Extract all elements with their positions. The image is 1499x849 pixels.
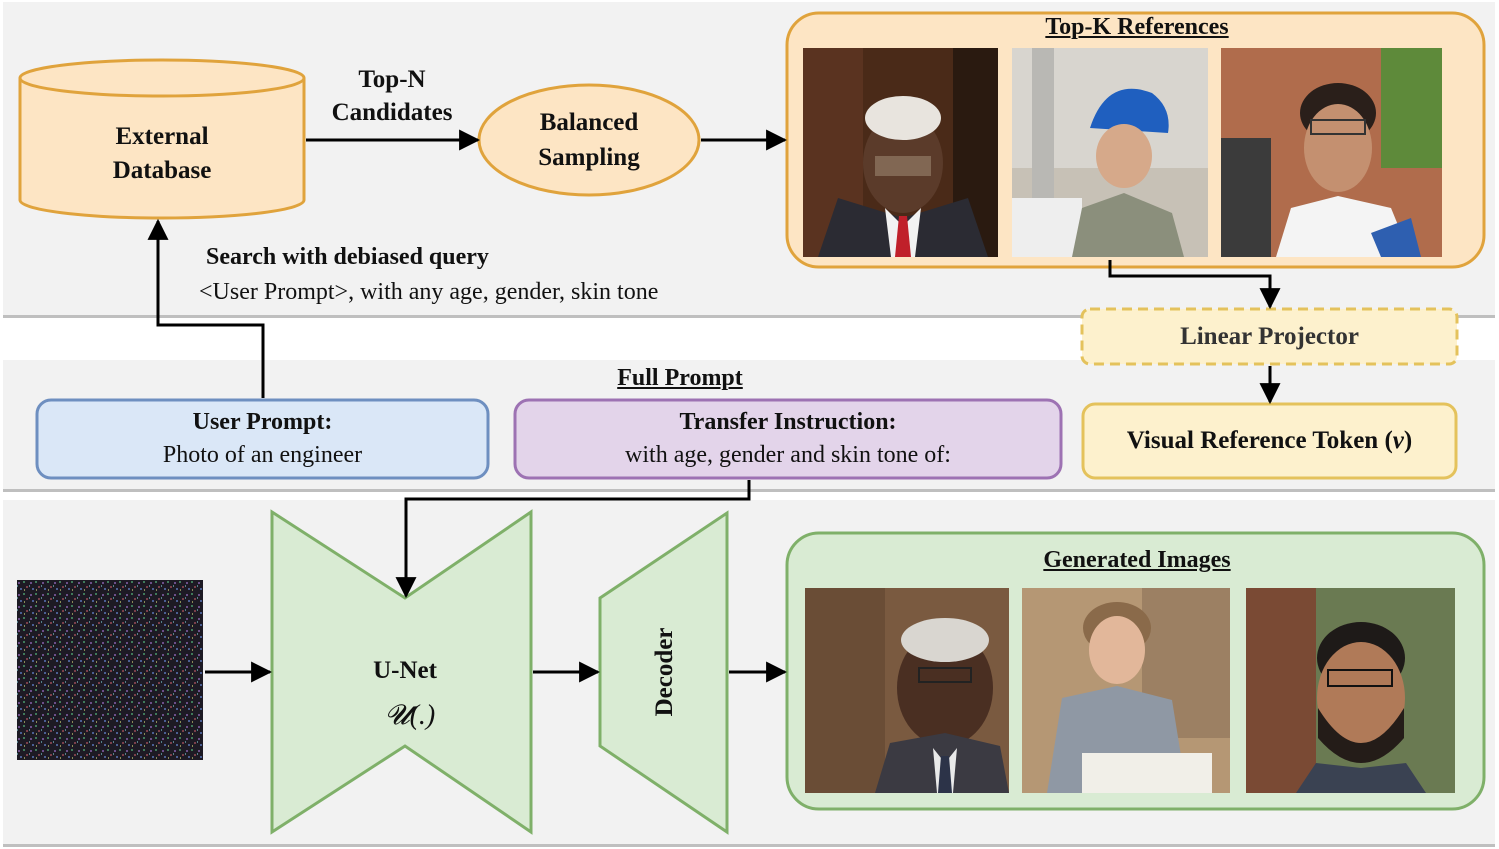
reference-photo-young-man bbox=[1221, 48, 1442, 257]
reference-photo-3-image bbox=[1221, 48, 1442, 257]
visual-reference-token-label: Visual Reference Token (v) bbox=[1083, 404, 1456, 478]
reference-photo-hardhat-engineer bbox=[1012, 48, 1208, 257]
linear-projector-label: Linear Projector bbox=[1180, 322, 1359, 350]
top-n-candidates-label: Top-N Candidates bbox=[312, 62, 472, 130]
visual-token-close: ) bbox=[1403, 427, 1413, 454]
database-line2: Database bbox=[112, 157, 212, 184]
noise-image bbox=[17, 580, 203, 760]
candidates-line1: Top-N bbox=[358, 66, 426, 93]
transfer-instruction-box bbox=[513, 398, 1063, 480]
transfer-instruction-text: with age, gender and skin tone of: bbox=[625, 442, 951, 468]
database-line1: External bbox=[115, 123, 209, 150]
external-database-label: External Database bbox=[20, 118, 304, 190]
sampling-line1: Balanced bbox=[539, 109, 639, 136]
reference-photo-older-man bbox=[803, 48, 998, 257]
arrow-references-to-projector bbox=[1108, 260, 1281, 310]
sampling-line2: Sampling bbox=[538, 144, 640, 171]
visual-token-symbol: v bbox=[1392, 427, 1404, 454]
balanced-sampling-label: Balanced Sampling bbox=[490, 104, 688, 176]
full-prompt-title: Full Prompt bbox=[617, 365, 743, 391]
external-database-cylinder bbox=[18, 58, 306, 220]
transfer-instruction-title: Transfer Instruction: bbox=[679, 409, 897, 435]
generated-photo-2-image bbox=[1022, 588, 1230, 793]
generated-photo-woman-engineer bbox=[1022, 588, 1230, 793]
generated-images-title: Generated Images bbox=[1043, 547, 1231, 573]
arrow-user-prompt-to-database bbox=[147, 218, 265, 398]
user-prompt-box bbox=[35, 398, 490, 480]
transfer-instruction-label: Transfer Instruction: with age, gender a… bbox=[515, 400, 1061, 478]
noise-pattern bbox=[17, 580, 203, 760]
reference-photo-1-image bbox=[803, 48, 998, 257]
user-prompt-title: User Prompt: bbox=[192, 409, 333, 435]
generated-photo-3-image bbox=[1246, 588, 1455, 793]
search-query: <User Prompt>, with any age, gender, ski… bbox=[199, 279, 659, 305]
decoder-label: Decoder bbox=[651, 627, 678, 717]
unet-formula: 𝓤(.) bbox=[384, 700, 436, 731]
arrow-prompt-to-unet bbox=[395, 480, 751, 599]
unet-label: U-Net bbox=[373, 657, 437, 684]
candidates-line2: Candidates bbox=[331, 99, 453, 126]
reference-photo-2-image bbox=[1012, 48, 1208, 257]
search-title: Search with debiased query bbox=[206, 244, 489, 270]
generated-photo-1-image bbox=[805, 588, 1009, 793]
top-k-references-title: Top-K References bbox=[1045, 14, 1229, 40]
generated-photo-older-man bbox=[805, 588, 1009, 793]
decoder-shape bbox=[598, 510, 729, 835]
user-prompt-text: Photo of an engineer bbox=[162, 442, 363, 468]
user-prompt-label: User Prompt: Photo of an engineer bbox=[37, 400, 488, 478]
visual-token-text: Visual Reference Token ( bbox=[1126, 427, 1393, 454]
generated-photo-bearded-man bbox=[1246, 588, 1455, 793]
